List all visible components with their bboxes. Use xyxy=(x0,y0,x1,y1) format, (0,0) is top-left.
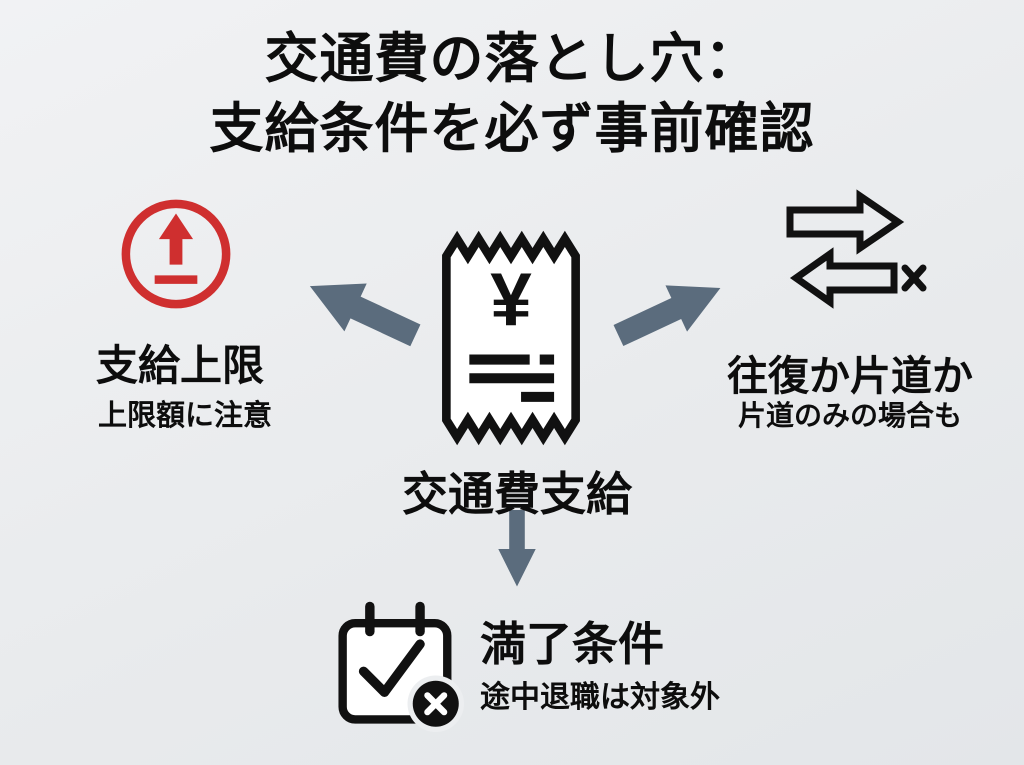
excluded-badge xyxy=(407,675,464,732)
receipt-yen-icon: ¥ xyxy=(432,230,590,446)
limit-heading: 支給上限 xyxy=(95,342,264,389)
roundtrip-heading: 往復か片道か xyxy=(727,353,973,399)
page-title-line-2: 支給条件を必ず事前確認 xyxy=(209,99,815,160)
roundtrip-subtext: 片道のみの場合も xyxy=(737,400,962,431)
arrow-up-left-icon xyxy=(293,257,429,363)
arrow-up-right-icon xyxy=(605,260,736,362)
completion-subtext: 途中退職は対象外 xyxy=(480,681,720,714)
arrow-down-icon xyxy=(490,510,544,588)
upload-limit-icon xyxy=(112,190,240,318)
yen-symbol: ¥ xyxy=(490,257,532,341)
completion-heading: 満了条件 xyxy=(480,618,664,670)
page-title-line-1: 交通費の落とし穴： xyxy=(264,29,760,89)
round-trip-arrows-icon xyxy=(778,186,928,310)
limit-subtext: 上限額に注意 xyxy=(97,400,272,432)
calendar-excluded-icon xyxy=(328,596,464,732)
x-mark xyxy=(901,264,927,292)
receipt-lines xyxy=(469,354,555,402)
page-title: 交通費の落とし穴： 支給条件を必ず事前確認 xyxy=(0,24,1024,164)
center-label: 交通費支給 xyxy=(402,468,632,520)
